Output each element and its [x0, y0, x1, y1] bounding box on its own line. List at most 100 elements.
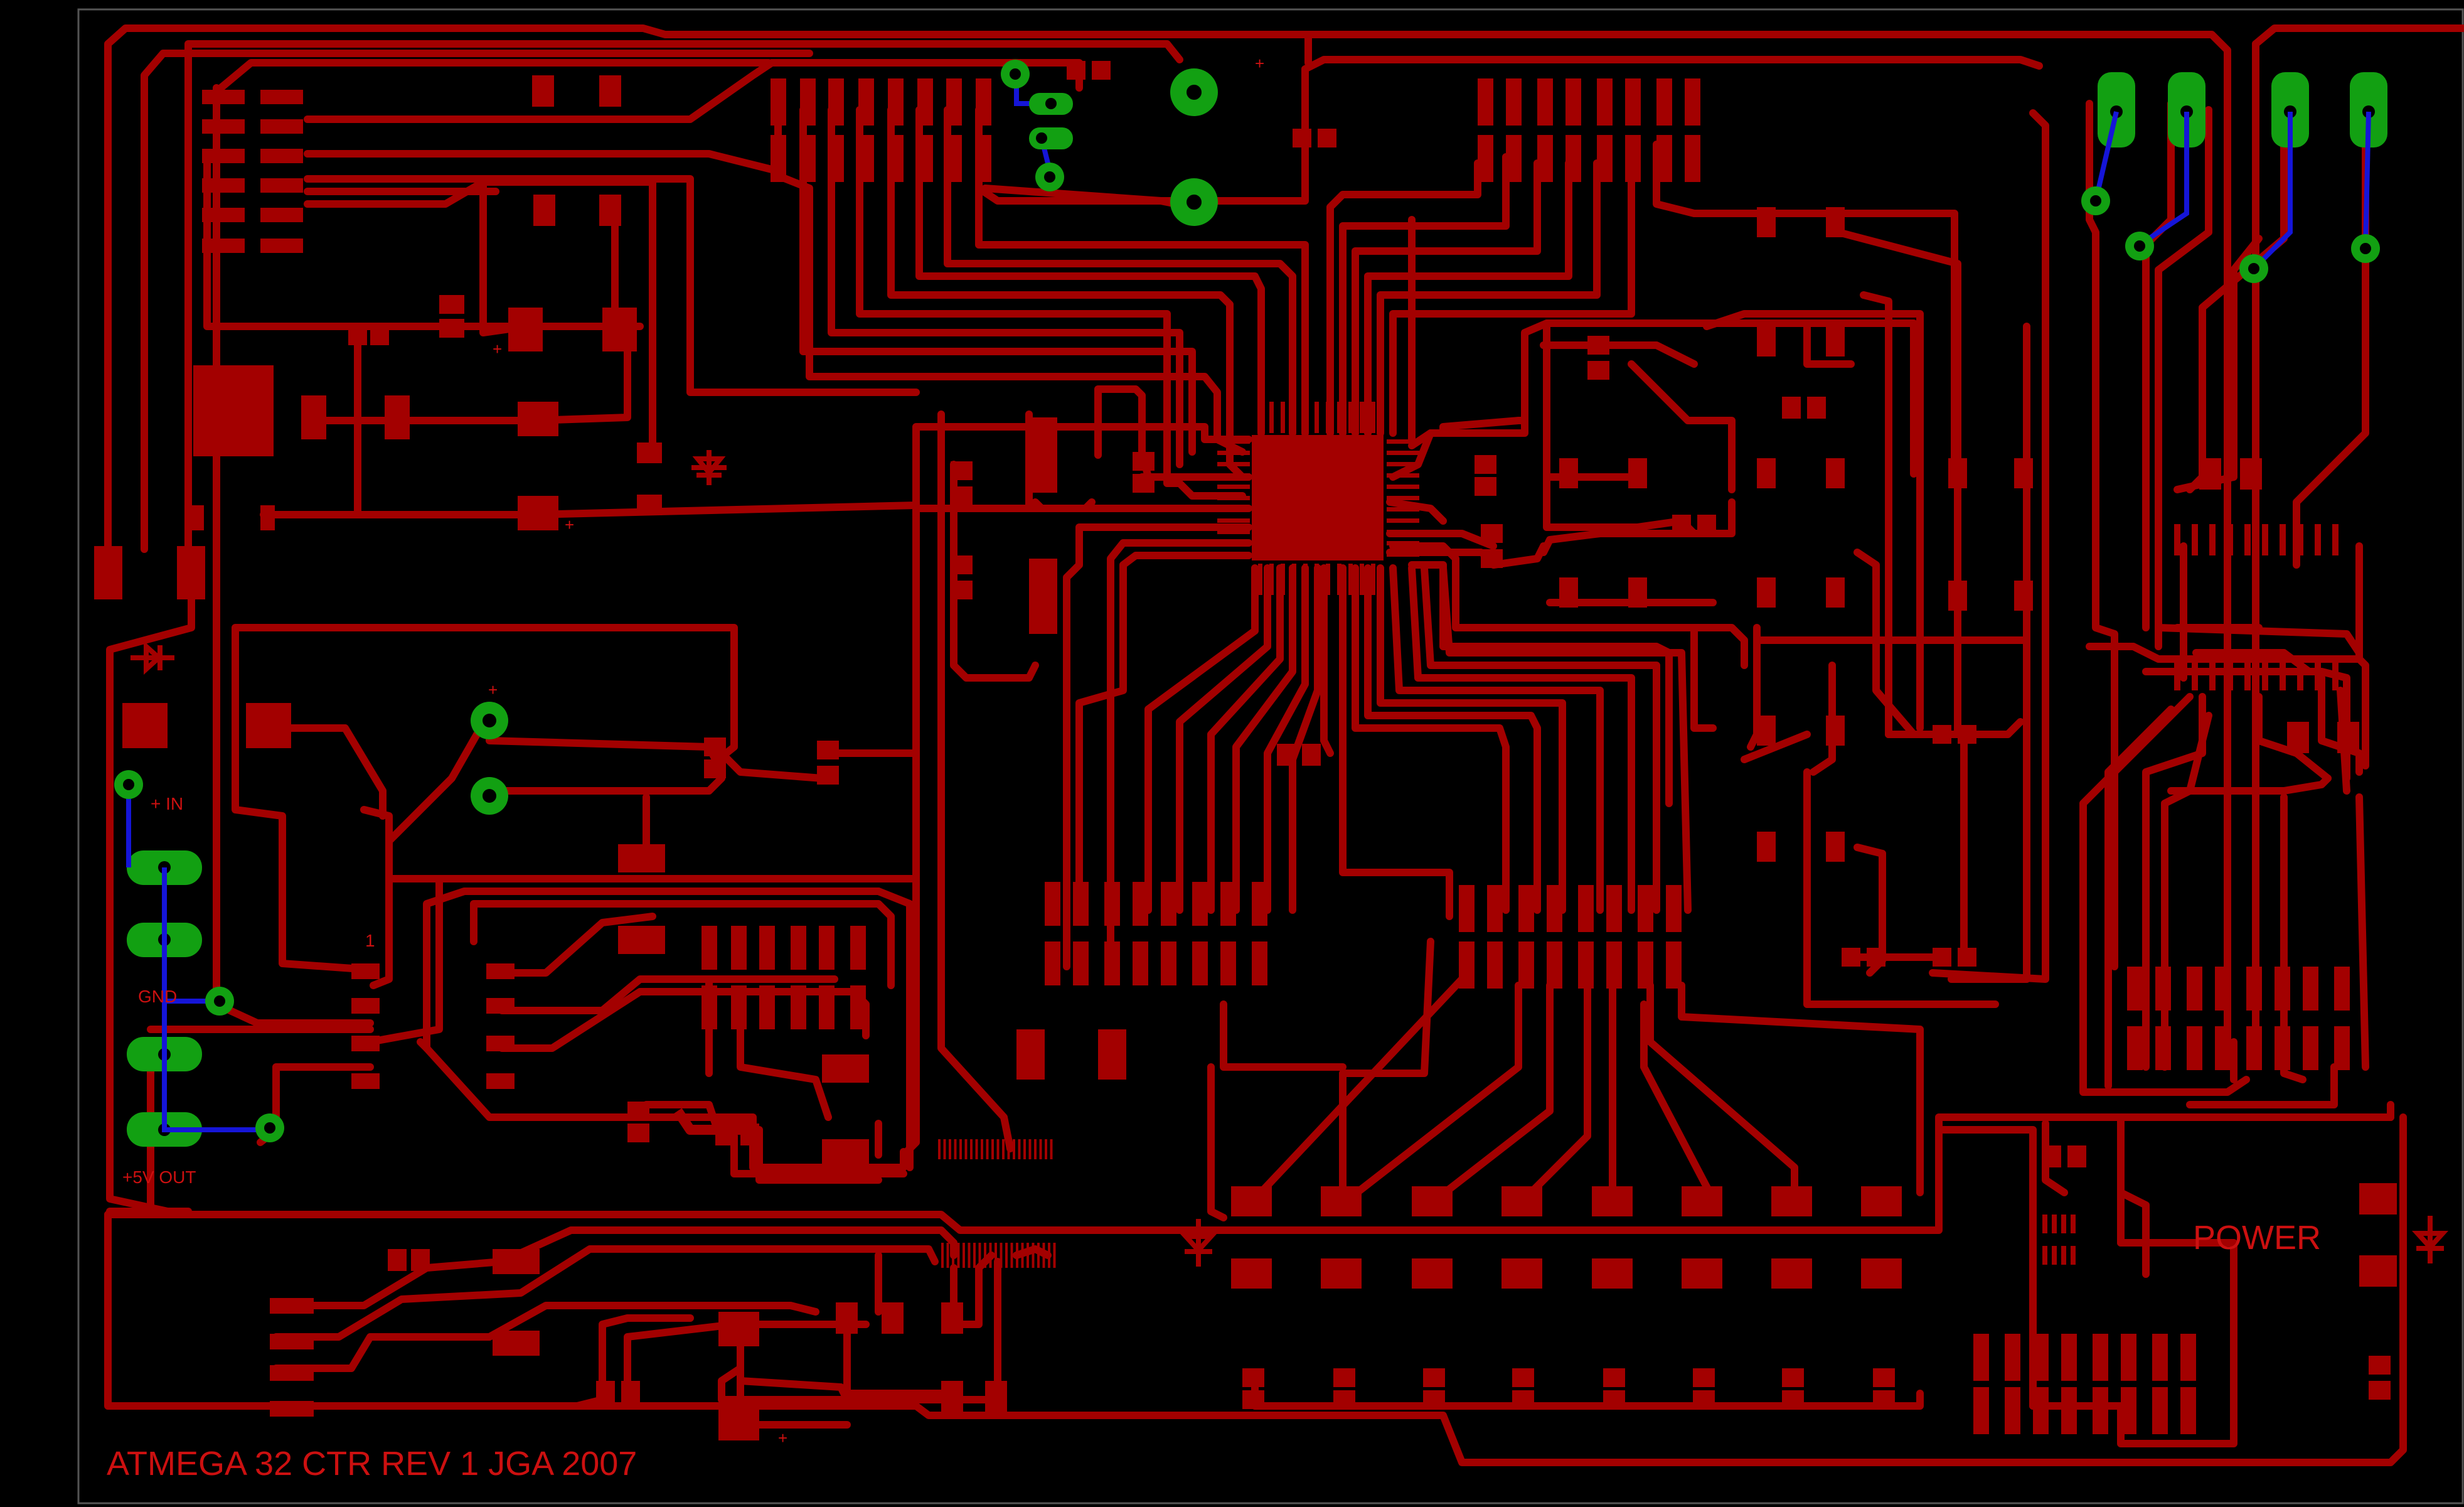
ic-pin [1010, 1243, 1013, 1268]
ic-pin [1217, 552, 1250, 557]
ic-pin [1281, 564, 1285, 595]
ic-pin [1387, 473, 1419, 478]
ic-pin [1387, 518, 1419, 523]
ic-pin [2315, 524, 2321, 555]
ic-pin [2052, 1246, 2057, 1265]
ic-pin [2209, 524, 2216, 555]
ic-pin [949, 1139, 951, 1159]
ic-pin [975, 1139, 978, 1159]
ic-pin [2227, 659, 2233, 690]
board-title: ATMEGA 32 CTR REV 1 JGA 2007 [107, 1445, 637, 1483]
ic-pin [1053, 1243, 1056, 1268]
label-in: + IN [151, 794, 183, 813]
ic-pin [1303, 402, 1308, 433]
ic-pin [1217, 439, 1250, 444]
ic-pin [964, 1139, 968, 1159]
ic-pin [1258, 402, 1262, 433]
ic-pin [1034, 1139, 1037, 1159]
ic-pin [1258, 564, 1262, 595]
ic-pin [2209, 659, 2216, 690]
ic-pin [1045, 1139, 1047, 1159]
ic-pin [1005, 1243, 1008, 1268]
ic-pin [1326, 402, 1330, 433]
ic-pin [1281, 402, 1285, 433]
ic-pin [1217, 507, 1250, 512]
ic-pin [1217, 462, 1250, 466]
ic-pin [986, 1139, 989, 1159]
ic-pin [2042, 1246, 2047, 1265]
plus-mark: + [493, 340, 502, 358]
ic-pin [1269, 402, 1274, 433]
ic-pin [981, 1139, 983, 1159]
ic-pin [1387, 439, 1419, 444]
ic-pin [954, 1139, 957, 1159]
ic-pin [1387, 451, 1419, 455]
ic-pin [995, 1243, 997, 1268]
ic-pin [996, 1139, 1000, 1159]
ic-pin [941, 1243, 944, 1268]
ic-pin [1387, 485, 1419, 489]
ic-pin [1048, 1243, 1050, 1268]
ic-pin [2280, 659, 2286, 690]
ic-package-icon [1252, 435, 1384, 560]
ic-pin [1050, 1139, 1053, 1159]
mcu-pins [1217, 402, 1419, 595]
ic-pin [2192, 524, 2198, 555]
ic-pin [1348, 402, 1353, 433]
ic-pin [1371, 564, 1375, 595]
ic-pin [1016, 1243, 1018, 1268]
ic-pin [2315, 659, 2321, 690]
ic-pin [1002, 1139, 1005, 1159]
ic-pin [959, 1139, 962, 1159]
ic-pin [1371, 402, 1375, 433]
plus-mark: + [565, 515, 574, 534]
ic-pin [984, 1243, 986, 1268]
ic-pin [1387, 552, 1419, 557]
ic-pin [1387, 462, 1419, 466]
ic-pin [938, 1139, 941, 1159]
ic-pin [2262, 659, 2268, 690]
ic-pin [970, 1139, 973, 1159]
ic-pin [963, 1243, 965, 1268]
ic-pin [2227, 524, 2233, 555]
board-outline [77, 8, 2464, 1504]
ic-pin [2174, 659, 2180, 690]
ic-pin [952, 1243, 954, 1268]
ic-pin [1217, 451, 1250, 455]
ic-pin [1315, 402, 1319, 433]
ic-fine-pins [938, 524, 2339, 1268]
label-power: POWER [2193, 1219, 2321, 1257]
ic-pin [1000, 1243, 1003, 1268]
ic-pin [2192, 659, 2198, 690]
via-links [126, 74, 2371, 1132]
ic-pin [1032, 1243, 1035, 1268]
ic-pin [2061, 1215, 2066, 1233]
ic-pin [2071, 1215, 2076, 1233]
ic-pin [943, 1139, 946, 1159]
smd-pads [94, 61, 2397, 1440]
silkscreen-labels: + IN GND +5V OUT POWER 1 ATMEGA 32 CTR R… [107, 54, 2321, 1483]
plus-mark: + [778, 1429, 787, 1447]
ic-pin [1217, 473, 1250, 478]
ic-pin [2174, 524, 2180, 555]
ic-pin [1326, 564, 1330, 595]
ic-pin [1018, 1139, 1021, 1159]
ic-pin [2061, 1246, 2066, 1265]
ic-pin [1217, 541, 1250, 545]
ic-pin [1013, 1139, 1015, 1159]
label-gnd: GND [138, 987, 177, 1006]
ic-pin [2297, 659, 2303, 690]
through-hole-via-icon [114, 60, 2380, 1142]
copper-traces [104, 24, 2464, 1466]
ic-pin [1337, 402, 1341, 433]
ic-pin [2071, 1246, 2076, 1265]
ic-pin [1217, 530, 1250, 534]
label-pin1: 1 [365, 931, 375, 950]
ic-pin [1303, 564, 1308, 595]
ic-pin [1039, 1139, 1042, 1159]
ic-pin [2297, 524, 2303, 555]
ic-pin [1028, 1139, 1032, 1159]
ic-pin [1042, 1243, 1045, 1268]
ic-pin [2332, 524, 2339, 555]
